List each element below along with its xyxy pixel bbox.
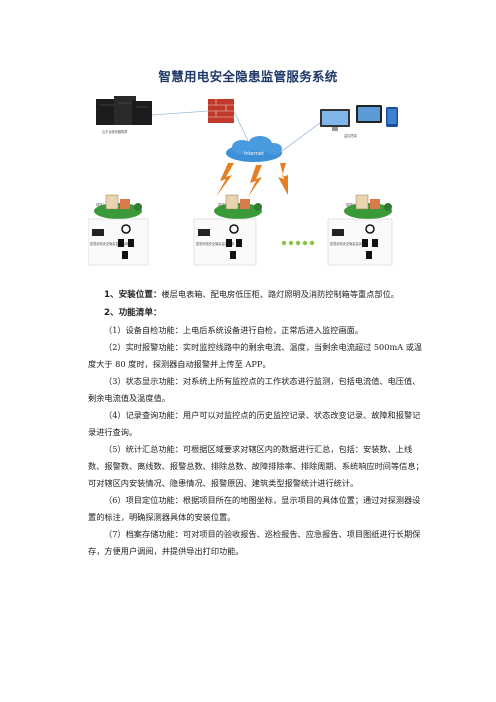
function-item-5: （5）统计汇总功能：可根据区域要求对辖区内的数据进行汇总，包括：安装数、上线数、…	[88, 444, 424, 488]
site-n: 现场N 智慧用电安全隐患监测装置	[327, 194, 393, 266]
server-label: 云平台服务器集群	[102, 129, 128, 134]
function-item-4: （4）记录查询功能：用户可以对监控点的历史监控记录、状态改变记录、故障和报警记录…	[88, 410, 421, 437]
function-item-7: （7）档案存储功能：可对项目的验收报告、巡检报告、应急报告、项目图纸进行长期保存…	[88, 529, 421, 556]
site-2-label: 现场2	[218, 202, 226, 207]
site-n-label: 现场N	[346, 202, 355, 207]
site-1: 现场1 智慧用电安全隐患监测装置	[88, 194, 149, 266]
section-install-heading: 1、安装位置：	[104, 290, 162, 300]
monitor-terminal-icons	[320, 105, 398, 131]
server-rack-icon	[96, 96, 152, 125]
function-item-2: （2）实时报警功能：实时监控线路中的剩余电流、温度，当剩余电流超过 500mA …	[88, 342, 423, 369]
device-label: 智慧用电安全隐患监测装置	[196, 241, 234, 246]
section-functions-heading: 2、功能清单：	[104, 308, 162, 318]
client-label: 监控终端	[344, 133, 358, 138]
cloud-label: Internet	[244, 151, 264, 157]
section-functions: 2、功能清单：	[88, 304, 428, 322]
function-item-6: （6）项目定位功能：根据项目所在的地图坐标，显示项目的具体位置；通过对探测器设置…	[88, 495, 421, 522]
site-2: 现场2 智慧用电安全隐患监测装置	[193, 194, 262, 266]
system-architecture-diagram: 云平台服务器集群 监控终端 Internet	[88, 96, 398, 266]
lightning-icon	[216, 163, 288, 197]
device-label: 智慧用电安全隐患监测装置	[330, 241, 368, 246]
document-body: 1、安装位置：楼层电表箱、配电房低压柜、路灯照明及消防控制箱等重点部位。 2、功…	[88, 286, 428, 560]
section-install-body: 楼层电表箱、配电房低压柜、路灯照明及消防控制箱等重点部位。	[161, 289, 399, 299]
firewall-icon	[208, 99, 234, 123]
site-1-label: 现场1	[96, 202, 104, 207]
function-item-3: （3）状态显示功能：对系统上所有监控点的工作状态进行监测，包括电流值、电压值、剩…	[88, 376, 421, 403]
document-title: 智慧用电安全隐患监管服务系统	[158, 69, 338, 84]
function-item-1: （1）设备自检功能：上电后系统设备进行自检，正常后进入监控画面。	[104, 325, 364, 335]
ellipsis-dots	[281, 240, 315, 246]
cloud-icon	[226, 136, 282, 162]
device-label: 智慧用电安全隐患监测装置	[90, 241, 128, 246]
section-install: 1、安装位置：楼层电表箱、配电房低压柜、路灯照明及消防控制箱等重点部位。	[88, 286, 428, 304]
